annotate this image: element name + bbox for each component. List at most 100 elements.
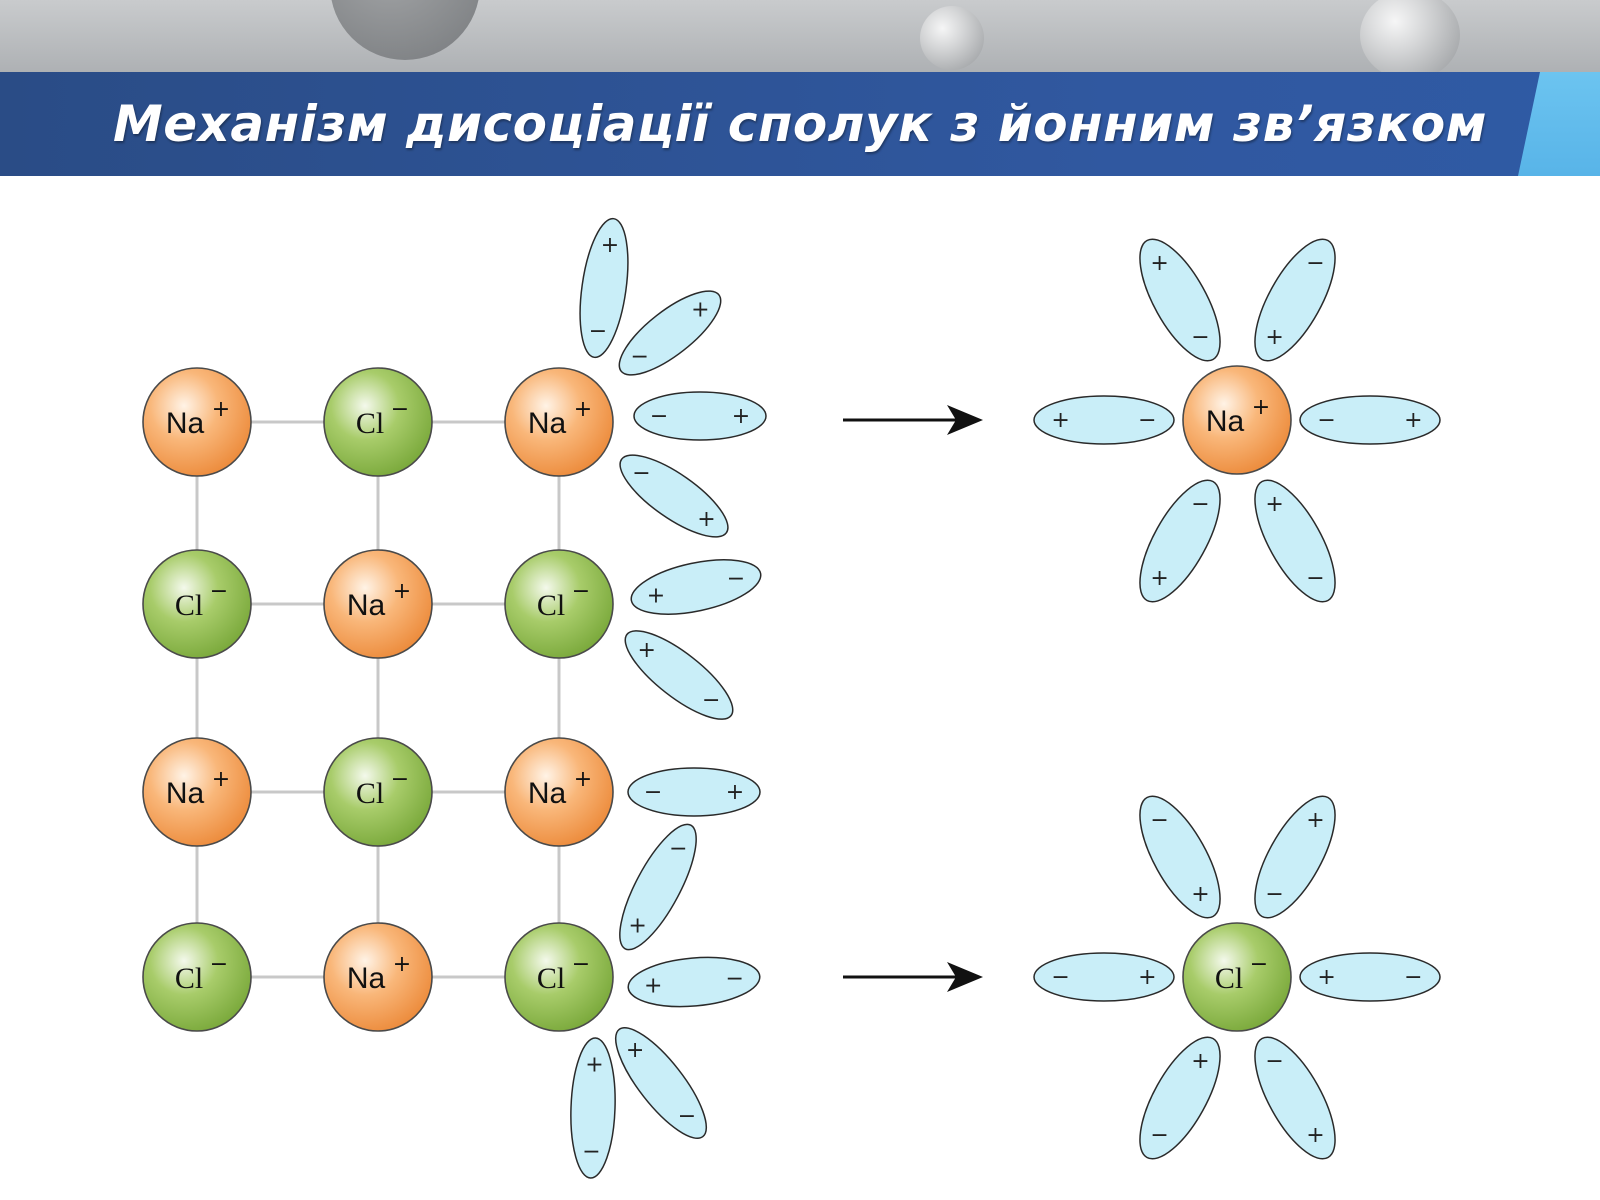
lattice-na-ion: Na+ xyxy=(142,367,252,477)
water-dipole-shape xyxy=(627,767,761,817)
dipole-plus-pole: + xyxy=(726,780,744,805)
lattice-cl-ion: Cl− xyxy=(504,549,614,659)
ion-symbol: Cl xyxy=(1215,962,1243,995)
water-dipole: +− xyxy=(619,454,729,538)
water-dipole-shape xyxy=(1254,795,1336,919)
dipole-minus-pole: − xyxy=(727,566,745,591)
water-dipole: +− xyxy=(1254,1036,1336,1160)
ion-symbol: Cl xyxy=(356,777,384,810)
water-dipole-shape xyxy=(579,217,629,359)
title-band xyxy=(0,72,1600,176)
lattice-cl-ion: Cl− xyxy=(142,549,252,659)
water-dipole-shape xyxy=(630,559,762,615)
chloride-ion-sphere xyxy=(504,922,614,1032)
water-dipole-shape xyxy=(614,1026,708,1140)
dipole-minus-pole: − xyxy=(1306,251,1324,276)
dipole-minus-pole: − xyxy=(726,966,744,991)
ion-charge: − xyxy=(210,579,228,604)
ion-charge: − xyxy=(572,952,590,977)
dipole-plus-pole: + xyxy=(585,1053,603,1078)
ion-charge: + xyxy=(574,767,592,792)
dipole-plus-pole: + xyxy=(1138,965,1156,990)
water-dipole-shape xyxy=(618,290,722,376)
water-dipole: +− xyxy=(633,391,767,441)
page-title: Механізм дисоціації сполук з йонним зв’я… xyxy=(112,95,1488,153)
water-dipole: +− xyxy=(1139,1036,1221,1160)
water-dipole-shape xyxy=(627,956,761,1008)
ion-charge: + xyxy=(574,397,592,422)
dipole-plus-pole: + xyxy=(1306,808,1324,833)
water-dipole-shape xyxy=(1254,1036,1336,1160)
water-dipole-shape xyxy=(1299,952,1441,1002)
water-drop-decoration xyxy=(1360,0,1460,72)
water-dipole-shape xyxy=(1139,795,1221,919)
ion-charge: + xyxy=(212,767,230,792)
ion-symbol: Na xyxy=(166,407,205,440)
dipole-minus-pole: − xyxy=(1150,808,1168,833)
water-dipole: −+ xyxy=(1254,238,1336,362)
dipole-plus-pole: + xyxy=(644,974,662,999)
chloride-ion-sphere xyxy=(142,922,252,1032)
lattice-cl-ion: Cl− xyxy=(504,922,614,1032)
dipole-minus-pole: − xyxy=(669,837,687,862)
dipole-plus-pole: + xyxy=(732,404,750,429)
dipole-plus-pole: + xyxy=(1191,1049,1209,1074)
dipole-plus-pole: + xyxy=(626,1038,644,1063)
dipole-minus-pole: − xyxy=(702,688,720,713)
dipole-minus-pole: − xyxy=(1138,408,1156,433)
water-dipole: −+ xyxy=(630,559,762,615)
sodium-ion-sphere xyxy=(142,367,252,477)
lattice-cl-ion: Cl− xyxy=(323,367,433,477)
water-dipole: +− xyxy=(1139,795,1221,919)
water-dipole: +− xyxy=(1254,795,1336,919)
lattice-cl-ion: Cl− xyxy=(323,737,433,847)
dipole-minus-pole: − xyxy=(1191,492,1209,517)
ion-symbol: Cl xyxy=(537,589,565,622)
dipole-minus-pole: − xyxy=(632,461,650,486)
water-dipole-shape xyxy=(1033,395,1175,445)
water-dipole-shape xyxy=(1139,238,1221,362)
water-drop-decoration xyxy=(920,6,984,70)
dipole-minus-pole: − xyxy=(589,319,607,344)
dipole-plus-pole: + xyxy=(1150,251,1168,276)
lattice-na-ion: Na+ xyxy=(142,737,252,847)
ion-charge: − xyxy=(391,397,409,422)
chloride-ion-sphere xyxy=(323,367,433,477)
water-dipole: +− xyxy=(627,767,761,817)
ion-charge: − xyxy=(210,952,228,977)
lattice-na-ion: Na + xyxy=(323,922,433,1032)
chloride-ion-sphere xyxy=(142,549,252,659)
water-dipole: −+ xyxy=(624,630,734,720)
dipole-plus-pole: + xyxy=(1191,882,1209,907)
water-dipole: −+ xyxy=(614,1026,708,1140)
ion-symbol: Cl xyxy=(175,589,203,622)
water-dipole-shape xyxy=(1254,479,1336,603)
sodium-ion-sphere xyxy=(142,737,252,847)
sodium-ion-sphere xyxy=(504,367,614,477)
dipole-minus-pole: − xyxy=(1265,882,1283,907)
ion-charge: − xyxy=(1250,952,1268,977)
lattice-na-ion: Na + xyxy=(504,737,614,847)
chloride-ion-sphere xyxy=(504,549,614,659)
dipole-plus-pole: + xyxy=(628,913,646,938)
sodium-ion-sphere xyxy=(323,922,433,1032)
ion-symbol: Na xyxy=(347,962,386,995)
ion-symbol: Na xyxy=(528,777,567,810)
dipole-minus-pole: − xyxy=(1150,1123,1168,1148)
lattice-na-ion: Na+ xyxy=(323,549,433,659)
dipole-minus-pole: − xyxy=(1051,965,1069,990)
water-dipole-shape xyxy=(619,454,729,538)
chloride-ion-sphere xyxy=(1182,922,1292,1032)
dipole-plus-pole: + xyxy=(601,233,619,258)
water-dipole-shape xyxy=(633,391,767,441)
water-dipole: −+ xyxy=(627,956,761,1008)
ion-charge: + xyxy=(393,579,411,604)
water-dipole: −+ xyxy=(1299,952,1441,1002)
dipole-minus-pole: − xyxy=(1191,325,1209,350)
dipole-minus-pole: − xyxy=(650,404,668,429)
ion-charge: + xyxy=(393,952,411,977)
water-dipole: −+ xyxy=(1139,479,1221,603)
water-dipole: +− xyxy=(1299,395,1441,445)
ion-symbol: Na xyxy=(1206,405,1245,438)
